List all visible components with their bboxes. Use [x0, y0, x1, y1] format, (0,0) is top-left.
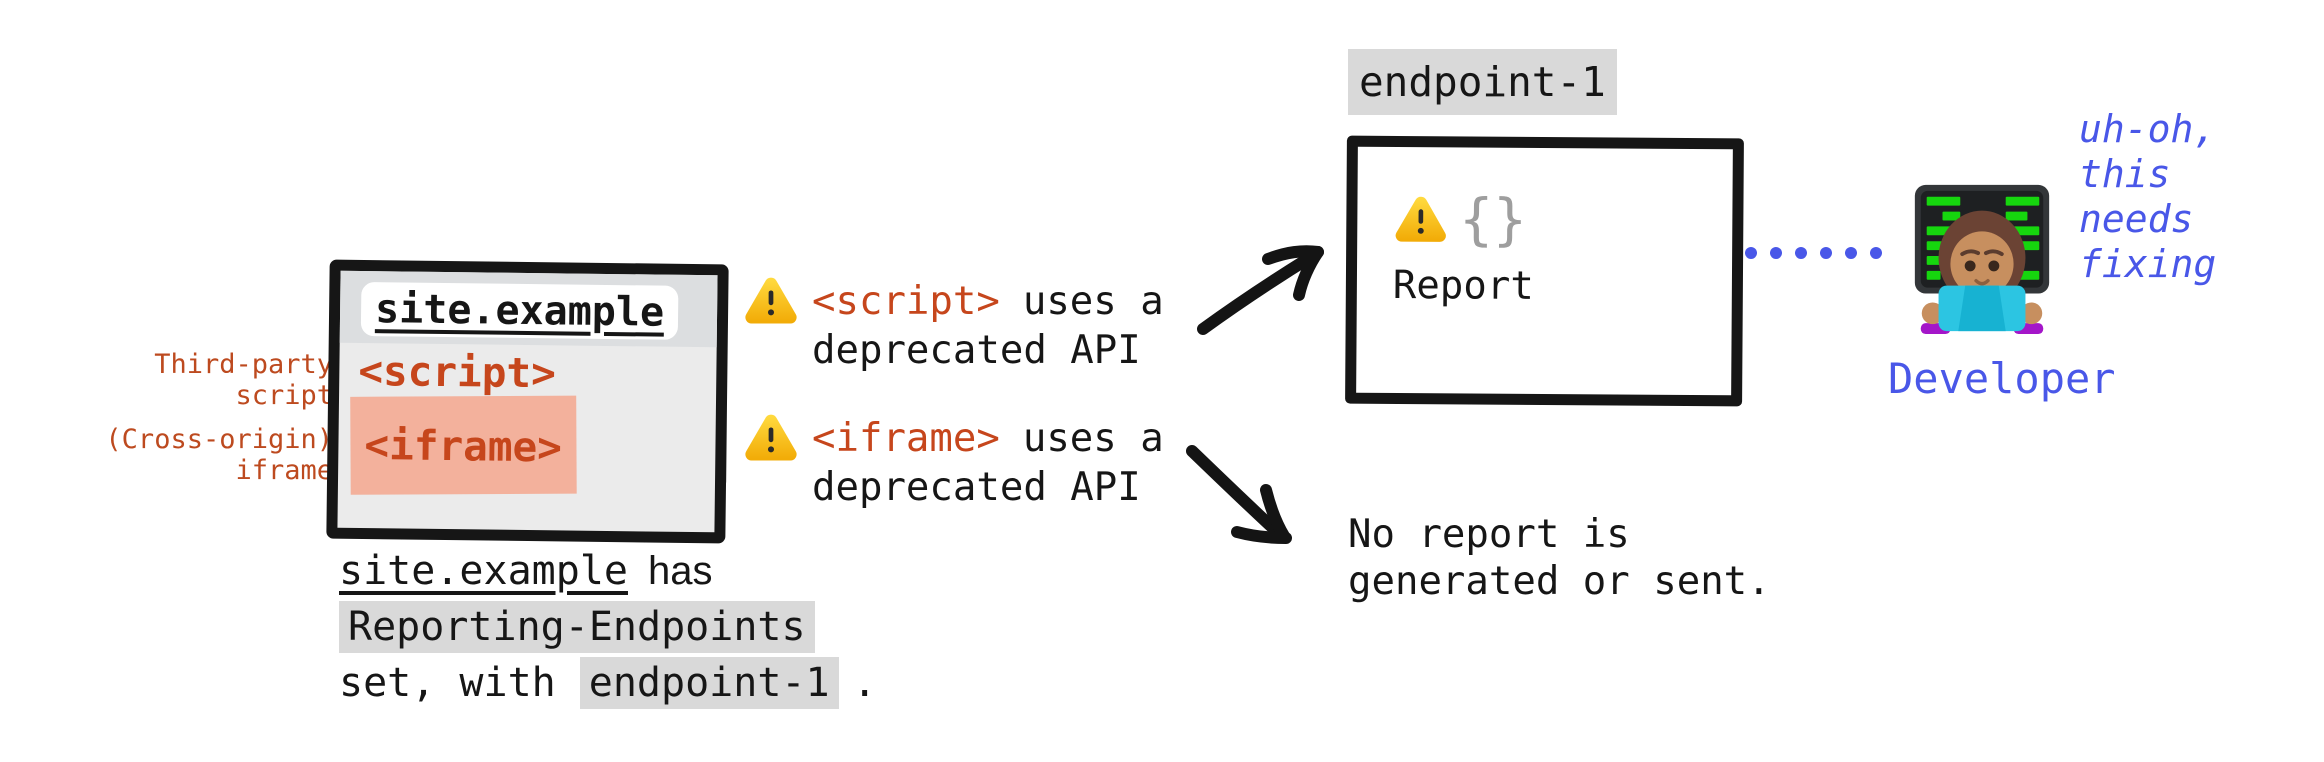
warning-icon: [745, 277, 797, 324]
caption-set-with: set, with: [339, 660, 556, 706]
dotted-line: [1745, 247, 1882, 259]
warning-script-tag: <script>: [812, 279, 1000, 324]
warning-icon: [1395, 196, 1446, 242]
dot: [1795, 247, 1807, 259]
warning-script-line1: <script> uses a: [812, 277, 1164, 326]
warning-iframe-text: <iframe> uses a deprecated API: [812, 414, 1164, 512]
thought-line1: uh-oh,: [2079, 107, 2217, 151]
cross-origin-iframe-label-line2: iframe: [235, 455, 333, 486]
arrow-to-endpoint: [1197, 245, 1324, 335]
warning-script-line2: deprecated API: [812, 328, 1141, 373]
developer-thought: uh-oh, this needs fixing: [2079, 107, 2216, 287]
third-party-script-label-line1: Third-party: [154, 349, 333, 380]
browser-window: site.example <script> <iframe>: [326, 259, 729, 544]
third-party-script-label-line2: script: [235, 380, 333, 411]
third-party-script-label: Third-party script: [96, 349, 333, 411]
warning-icon: [745, 414, 797, 461]
dot: [1820, 247, 1832, 259]
cross-origin-iframe-label: (Cross-origin) iframe: [88, 424, 333, 486]
no-report-text: No report is generated or sent.: [1348, 511, 1771, 605]
dot: [1845, 247, 1857, 259]
report-json-braces: {}: [1459, 187, 1528, 253]
warning-iframe-line2: deprecated API: [812, 465, 1141, 510]
caption: site.example has Reporting-Endpoints set,…: [339, 543, 877, 711]
caption-endpoint-1: endpoint-1: [579, 657, 839, 709]
arrow-to-no-report: [1186, 445, 1292, 544]
warning-script-text: <script> uses a deprecated API: [812, 277, 1164, 375]
warning-iframe-line1: <iframe> uses a: [812, 414, 1164, 463]
caption-site-example: site.example: [339, 548, 628, 594]
endpoint-label: endpoint-1: [1348, 49, 1617, 115]
endpoint-label-text: endpoint-1: [1348, 49, 1617, 115]
iframe-tag-text: <iframe>: [364, 421, 563, 472]
address-bar: site.example: [360, 281, 679, 340]
cross-origin-iframe-label-line1: (Cross-origin): [105, 424, 333, 455]
caption-period: .: [852, 660, 877, 706]
thought-line3: needs: [2079, 197, 2194, 241]
dot: [1770, 247, 1782, 259]
caption-line3: set, with endpoint-1.: [339, 655, 877, 711]
warning-iframe-rest: uses a: [1022, 416, 1164, 461]
warning-iframe-tag: <iframe>: [812, 416, 1000, 461]
caption-has: has: [647, 549, 713, 593]
warning-script-row: <script> uses a deprecated API: [744, 274, 1164, 375]
dot: [1745, 247, 1757, 259]
address-bar-url: site.example: [374, 286, 665, 336]
caption-reporting-endpoints: Reporting-Endpoints: [339, 601, 815, 653]
report-box: {} Report: [1345, 135, 1744, 407]
caption-line1: site.example has: [339, 543, 877, 599]
warning-script-rest: uses a: [1022, 279, 1164, 324]
dot: [1870, 247, 1882, 259]
script-tag-text: <script>: [358, 346, 557, 398]
developer-label: Developer: [1888, 354, 2116, 403]
report-text: Report: [1392, 262, 1534, 309]
thought-line2: this: [2079, 152, 2171, 196]
caption-line2: Reporting-Endpoints: [339, 599, 877, 655]
warning-iframe-row: <iframe> uses a deprecated API: [744, 411, 1164, 512]
no-report-line2: generated or sent.: [1348, 559, 1771, 604]
thought-line4: fixing: [2079, 242, 2217, 286]
no-report-line1: No report is: [1348, 512, 1630, 557]
woman-technologist-emoji: [1914, 184, 2050, 335]
